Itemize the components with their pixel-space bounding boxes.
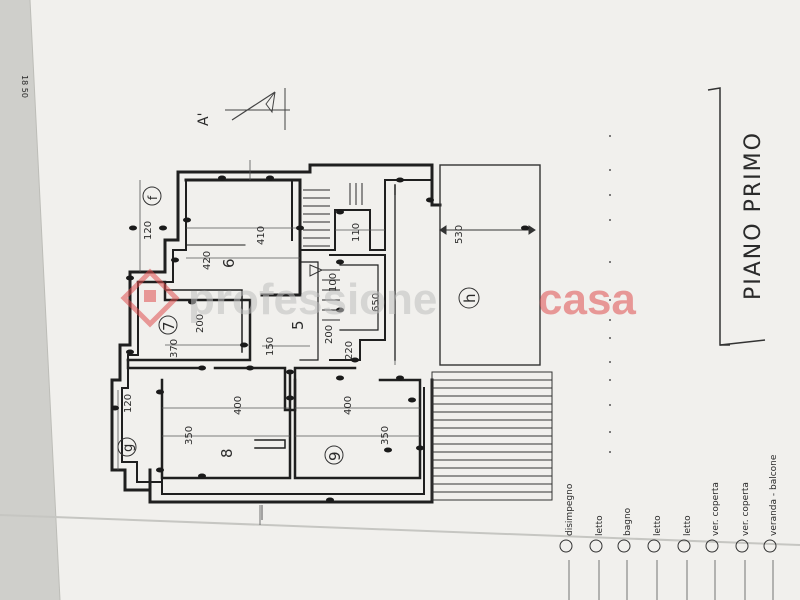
legend-item: letto xyxy=(589,515,605,600)
terrace-h xyxy=(439,164,541,366)
fold-line xyxy=(0,514,800,546)
dim-420: 420 xyxy=(202,251,213,270)
stair-treads xyxy=(303,183,363,321)
legend-circle xyxy=(705,539,719,553)
watermark-text-part2: casa xyxy=(538,275,636,324)
dim-350-room9: 350 xyxy=(380,426,391,445)
watermark-logo xyxy=(120,268,180,328)
guide-dot xyxy=(609,361,611,363)
legend-label: letto xyxy=(683,515,693,536)
guide-dot xyxy=(609,135,611,137)
dim-350-room8: 350 xyxy=(184,426,195,445)
room-h-label: h xyxy=(461,293,479,303)
room-9-label: 9 xyxy=(326,451,344,461)
dim-220: 220 xyxy=(344,341,355,360)
guide-dot xyxy=(609,404,611,406)
title-text: PIANO PRIMO xyxy=(741,131,766,300)
legend-label: disimpegno xyxy=(565,483,575,536)
legend-label: ver. coperta xyxy=(741,482,751,536)
watermark: professione casa xyxy=(120,268,636,328)
dim-110: 110 xyxy=(351,223,362,242)
dim-400-room9: 400 xyxy=(343,396,354,415)
section-mark-label: A' xyxy=(196,113,212,126)
balcony-hatch xyxy=(431,371,553,501)
dimension-lines xyxy=(117,160,420,525)
room-8-label: 8 xyxy=(218,448,236,458)
guide-dot xyxy=(609,219,611,221)
dim-410: 410 xyxy=(256,226,267,245)
guide-dot xyxy=(609,451,611,453)
room-g-label: g xyxy=(121,444,136,452)
legend-circle xyxy=(677,539,691,553)
legend-label: letto xyxy=(653,515,663,536)
room-f-label: f xyxy=(146,195,160,200)
legend-item: disimpegno xyxy=(559,483,575,600)
page-edge xyxy=(29,0,61,600)
dim-120-bottom: 120 xyxy=(123,394,134,413)
legend-item: letto xyxy=(677,515,693,600)
dim-100: 100 xyxy=(328,273,339,292)
legend-item: bagno xyxy=(617,507,633,600)
dim-120-top: 120 xyxy=(143,221,154,240)
page-shadow-strip xyxy=(0,0,60,600)
room-circles xyxy=(117,186,480,465)
dim-400-room8: 400 xyxy=(233,396,244,415)
dim-530: 530 xyxy=(454,225,465,244)
legend-label: letto xyxy=(595,515,605,536)
dim-370: 370 xyxy=(169,339,180,358)
veranda-wall xyxy=(384,179,441,206)
title-block: PIANO PRIMO xyxy=(707,87,766,346)
room-8-wall xyxy=(160,370,292,480)
legend-item: veranda - balcone xyxy=(763,454,779,600)
section-mark: A' xyxy=(196,88,290,130)
stair-wall xyxy=(299,179,386,251)
outer-wall-bottom-inner xyxy=(161,387,425,495)
legend-circle xyxy=(735,539,749,553)
outer-wall-left-inner xyxy=(121,179,301,483)
stamp-text: 18 50 xyxy=(20,75,29,98)
legend-item: letto xyxy=(647,515,663,600)
legend-label: veranda - balcone xyxy=(769,454,779,536)
legend-label: bagno xyxy=(623,507,633,536)
stair-arrow xyxy=(309,264,324,277)
legend-circle xyxy=(617,539,631,553)
legend-circle xyxy=(647,539,661,553)
guide-dot xyxy=(609,431,611,433)
legend-item: ver. coperta xyxy=(735,482,751,600)
legend-item: ver. coperta xyxy=(705,482,721,600)
guide-dot xyxy=(609,319,611,321)
wall-markers xyxy=(111,175,529,503)
dim-200-room7: 200 xyxy=(195,314,206,333)
guide-dot xyxy=(609,194,611,196)
room-9-wall xyxy=(293,378,422,480)
legend: disimpegno letto bagno letto letto ver. coper… xyxy=(559,135,779,600)
legend-label: ver. coperta xyxy=(711,482,721,536)
paper-page xyxy=(30,0,800,600)
dim-200-hall: 200 xyxy=(324,325,335,344)
guide-dot xyxy=(609,299,611,301)
hall-wall-left xyxy=(126,358,202,370)
room-5-label: 5 xyxy=(289,320,307,330)
watermark-text-part1: professione xyxy=(188,275,437,324)
dimension-labels: 120 420 410 200 370 150 120 400 350 400 … xyxy=(123,221,465,445)
legend-circle xyxy=(763,539,777,553)
dim-650: 650 xyxy=(371,293,382,312)
dim-150: 150 xyxy=(265,337,276,356)
guide-dot xyxy=(609,337,611,339)
room-6-label: 6 xyxy=(220,258,238,268)
legend-circle xyxy=(589,539,603,553)
outer-wall-left xyxy=(110,163,442,492)
guide-dot xyxy=(609,169,611,171)
guide-dot xyxy=(609,379,611,381)
room-7-label: 7 xyxy=(160,321,178,331)
legend-circle xyxy=(559,539,573,553)
guide-dot xyxy=(609,261,611,263)
